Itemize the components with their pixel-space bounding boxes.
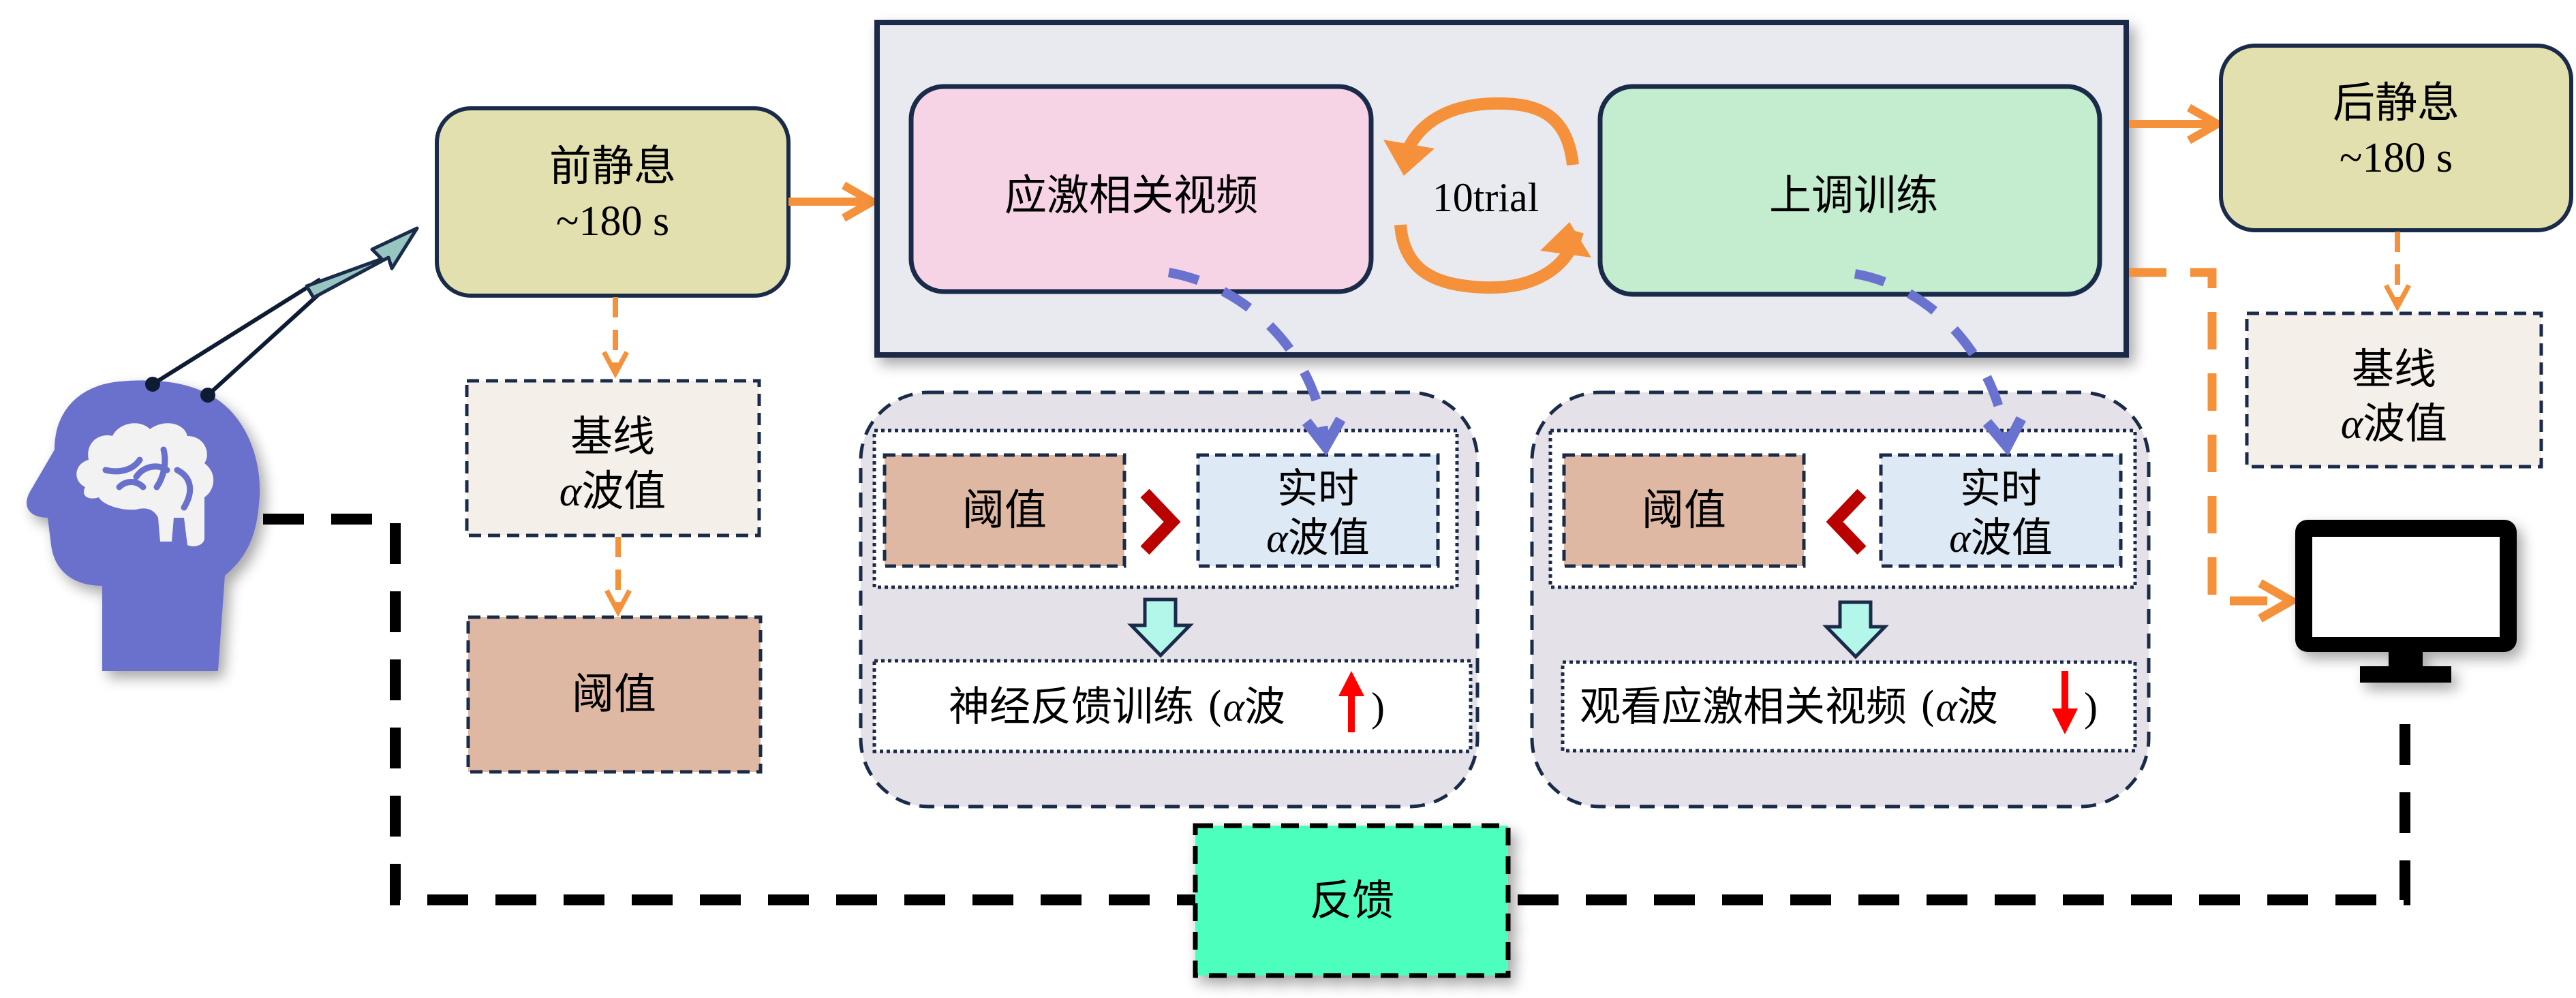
realtime-video-line2: α波值 <box>1949 514 2053 562</box>
less-than-icon <box>1826 488 1867 555</box>
link-train-to-video <box>1854 269 2007 446</box>
baseline-right-value: α波值 <box>2341 399 2448 448</box>
upregulation-label: 上调训练 <box>1769 170 1938 220</box>
video-close-paren: ) <box>2084 685 2098 730</box>
realtime-alpha-box-training: 实时 α波值 <box>1196 453 1440 568</box>
alpha-down-arrow-icon <box>2052 671 2078 734</box>
baseline-left-title: 基线 <box>570 411 655 461</box>
post-rest-box: 后静息 ~180 s <box>2219 44 2573 232</box>
training-panel: 阈值 实时 α波值 神经反馈训练 (α波 ) <box>859 390 1479 809</box>
upregulation-box: 上调训练 <box>1597 84 2102 297</box>
realtime-training-line1: 实时 <box>1277 465 1359 513</box>
alpha-up-arrow-icon <box>1338 671 1364 732</box>
video-result-text: 观看应激相关视频 (α波 <box>1580 683 1998 731</box>
baseline-box-right: 基线 α波值 <box>2245 311 2543 469</box>
post-rest-title: 后静息 <box>2333 78 2459 127</box>
baseline-right-title: 基线 <box>2352 344 2436 394</box>
down-arrow-icon <box>1127 597 1194 658</box>
threshold-box-training: 阈值 <box>883 453 1126 568</box>
neurofeedback-result-text: 神经反馈训练 (α波 <box>949 683 1285 731</box>
feedback-label: 反馈 <box>1310 875 1394 925</box>
realtime-training-line2: α波值 <box>1266 514 1370 562</box>
feedback-loop-line <box>263 514 2410 905</box>
greater-than-icon <box>1140 488 1181 555</box>
arrow-loop-to-monitor <box>2129 268 2301 623</box>
threshold-box-video: 阈值 <box>1562 453 1806 568</box>
baseline-left-value: α波值 <box>559 466 666 516</box>
head-brain-icon <box>27 380 260 671</box>
pre-rest-title: 前静息 <box>549 141 676 191</box>
down-arrow-icon <box>1822 600 1889 659</box>
neurofeedback-result-box: 神经反馈训练 (α波 ) <box>872 659 1473 753</box>
electrode-leads <box>145 277 322 403</box>
threshold-video-label: 阈值 <box>1642 485 1726 535</box>
cycle-arrows-icon <box>1383 97 1591 294</box>
stress-video-box: 应激相关视频 <box>908 84 1374 294</box>
stress-video-label: 应激相关视频 <box>1005 170 1258 220</box>
video-panel: 阈值 实时 α波值 观看应激相关视频 (α波 ) <box>1530 390 2151 809</box>
link-stress-to-training <box>1167 268 1325 446</box>
baseline-box-left: 基线 α波值 <box>465 379 761 537</box>
trial-count-label: 10trial <box>1432 175 1539 220</box>
pre-rest-box: 前静息 ~180 s <box>435 106 791 298</box>
eeg-signal-arrow-icon <box>305 226 419 300</box>
post-rest-duration: ~180 s <box>2340 135 2453 181</box>
video-result-box: 观看应激相关视频 (α波 ) <box>1561 660 2137 753</box>
threshold-training-label: 阈值 <box>962 485 1047 535</box>
threshold-box-left: 阈值 <box>466 615 763 774</box>
neurofeedback-close-paren: ) <box>1371 685 1385 730</box>
feedback-box <box>1193 823 1511 978</box>
realtime-video-line1: 实时 <box>1960 465 2042 513</box>
monitor-icon <box>2295 520 2517 683</box>
pre-rest-duration: ~180 s <box>556 198 669 245</box>
threshold-left-label: 阈值 <box>572 669 656 719</box>
realtime-alpha-box-video: 实时 α波值 <box>1879 453 2123 568</box>
